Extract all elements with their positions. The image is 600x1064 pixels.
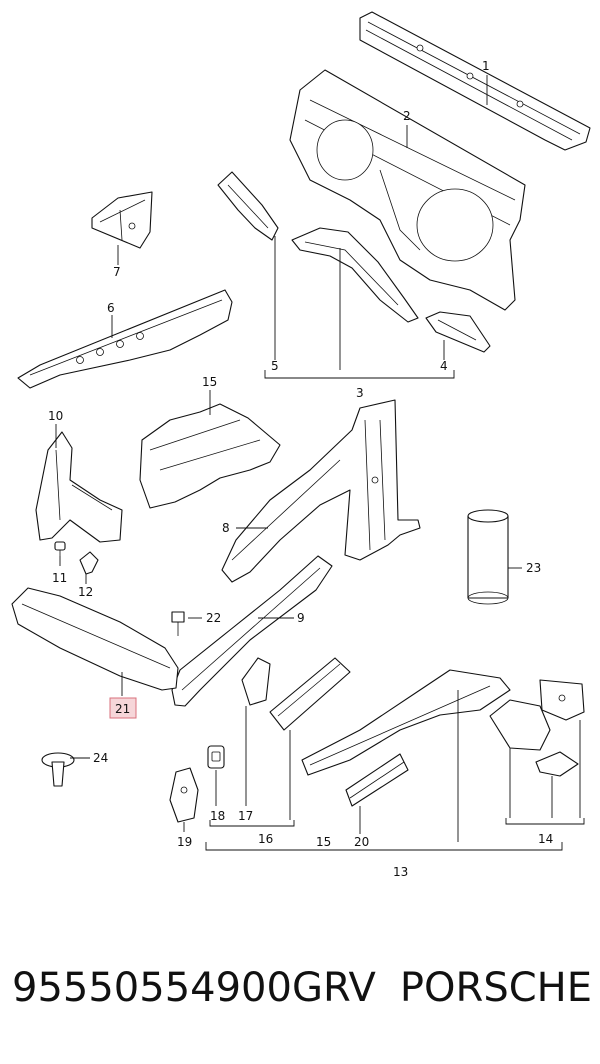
part-24-fastener — [41, 752, 75, 787]
callout-23: 23 — [526, 561, 541, 575]
part-number: 95550554900GRV — [12, 965, 376, 1011]
callout-6: 6 — [107, 301, 115, 315]
callout-24: 24 — [93, 751, 108, 765]
part-16-sill — [269, 657, 351, 731]
callout-7: 7 — [113, 265, 121, 279]
part-4-bracket — [425, 311, 491, 353]
callout-11: 11 — [52, 571, 67, 585]
callout-4: 4 — [440, 359, 448, 373]
callout-17: 17 — [238, 809, 253, 823]
callout-8: 8 — [222, 521, 230, 535]
part-6-rail — [17, 289, 233, 389]
part-7-bracket — [91, 191, 153, 249]
leader-lines — [55, 75, 585, 851]
part-9-rail — [171, 555, 333, 707]
callout-20: 20 — [354, 835, 369, 849]
part-20-reinforcement — [345, 753, 409, 807]
part-2-bulkhead — [289, 69, 526, 311]
callout-12: 12 — [78, 585, 93, 599]
callout-9: 9 — [297, 611, 305, 625]
callout-18: 18 — [210, 809, 225, 823]
callout-15-floor: 15 — [316, 835, 331, 849]
callout-14: 14 — [538, 832, 553, 846]
part-21-crossmember — [11, 587, 179, 691]
part-23-can — [467, 509, 509, 605]
part-18-plate — [207, 745, 225, 769]
part-15-wheelhouse — [139, 403, 281, 509]
callout-13: 13 — [393, 865, 408, 879]
parts-diagram: 1 2 3 4 5 6 7 8 9 10 11 12 13 14 15 15 1… — [11, 11, 591, 879]
part-17-bracket — [241, 657, 271, 706]
caption-bar: 95550554900GRV PORSCHE — [12, 958, 592, 1018]
part-11-clip — [54, 541, 66, 556]
part-19-bracket — [169, 767, 199, 823]
callout-3: 3 — [356, 386, 364, 400]
part-10-bracket — [35, 431, 123, 543]
callout-21-highlight — [109, 697, 137, 719]
callout-16: 16 — [258, 832, 273, 846]
part-22-bolt — [171, 611, 185, 636]
part-12-clip — [79, 551, 99, 575]
callout-19: 19 — [177, 835, 192, 849]
part-3-member — [291, 227, 419, 323]
callout-5: 5 — [271, 359, 279, 373]
part-8-a-pillar — [221, 399, 421, 583]
callout-21: 21 — [115, 702, 130, 716]
part-5-bracket — [217, 171, 279, 241]
callout-15-wheelhouse: 15 — [202, 375, 217, 389]
callout-1: 1 — [482, 59, 490, 73]
callout-22: 22 — [206, 611, 221, 625]
callout-10: 10 — [48, 409, 63, 423]
part-1-cowl-upper — [359, 11, 591, 151]
callout-labels: 1 2 3 4 5 6 7 8 9 10 11 12 13 14 15 15 1… — [48, 59, 553, 879]
part-14-bracket-set — [489, 679, 585, 777]
callout-2: 2 — [403, 109, 411, 123]
brand-name: PORSCHE — [399, 965, 592, 1011]
